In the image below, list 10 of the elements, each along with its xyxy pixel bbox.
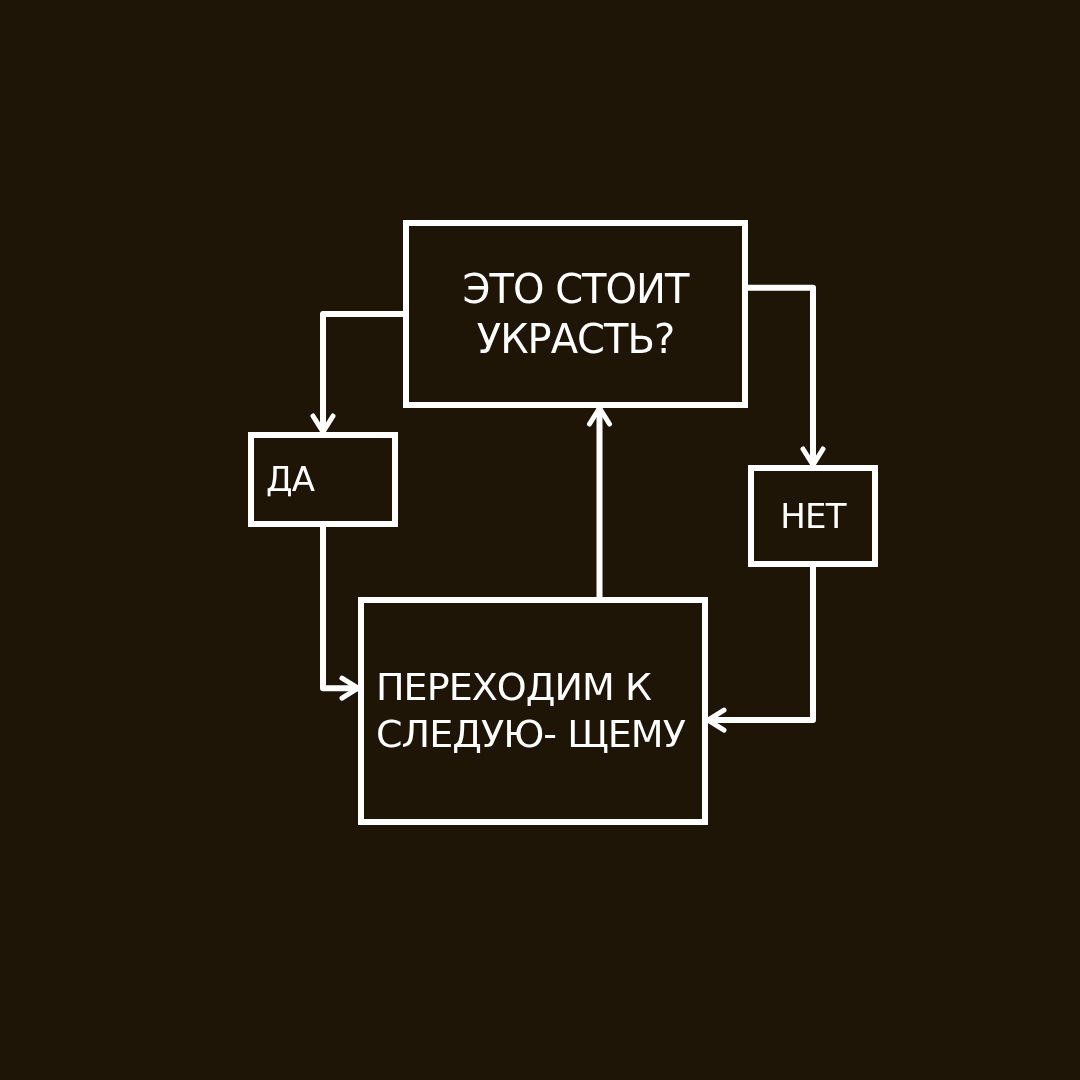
process-box	[248, 432, 398, 527]
process-box	[748, 465, 878, 567]
box-label: ДА	[266, 458, 315, 501]
box-label: ПЕРЕХОДИМ К СЛЕДУЮ- ЩЕМУ	[376, 663, 686, 758]
process-box	[403, 220, 748, 408]
arrow	[310, 311, 403, 435]
box-label: НЕТ	[780, 494, 846, 538]
box-label: ЭТО СТОИТ УКРАСТЬ?	[461, 265, 691, 364]
process-box	[358, 597, 708, 825]
arrow	[748, 284, 826, 468]
